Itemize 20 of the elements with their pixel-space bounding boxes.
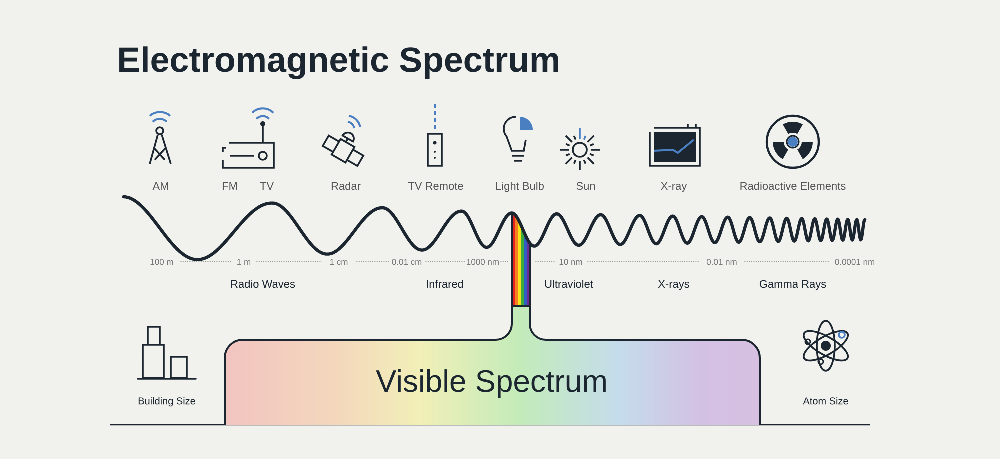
scale-value: 0.01 nm	[706, 258, 738, 266]
scale-value: 1000 nm	[465, 258, 501, 266]
band-name: Gamma Rays	[758, 279, 828, 292]
band-name: Ultraviolet	[544, 279, 594, 290]
scale-value: 1 m	[236, 258, 252, 266]
title: Electromagnetic Spectrum	[120, 46, 558, 80]
icon-caption: Radar	[330, 180, 362, 192]
band-name: Radio Waves	[230, 279, 296, 290]
band-name: Infrared	[425, 279, 465, 290]
scale-value: 100 m	[149, 258, 175, 266]
scale-value: 0.01 cm	[390, 258, 424, 266]
band-name: X-rays	[657, 279, 691, 292]
size-caption: Building Size	[137, 396, 197, 408]
scale-value: 1 cm	[328, 258, 350, 266]
icon-caption: Light Bulb	[494, 180, 546, 194]
icon-caption: TV Remote	[407, 181, 465, 192]
scale-value: 0.0001 nm	[834, 258, 876, 266]
node-label: Visible Spectrum	[376, 370, 606, 398]
scale-value: 10 nm	[558, 258, 584, 266]
icon-caption: Sun	[575, 181, 597, 192]
